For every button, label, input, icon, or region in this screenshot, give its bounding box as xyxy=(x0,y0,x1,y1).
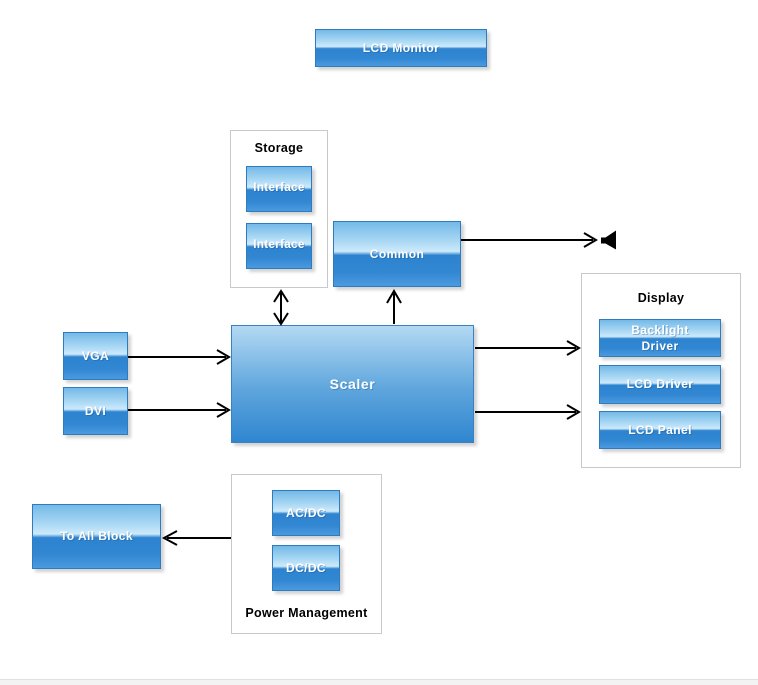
lcd-panel-label: LCD Panel xyxy=(628,422,692,437)
backlight-driver-block: Backlight Driver xyxy=(599,319,721,357)
scaler-block: Scaler xyxy=(231,325,474,443)
lcd-driver-block: LCD Driver xyxy=(599,365,721,404)
arrow-common-to-speaker xyxy=(461,232,598,248)
arrow-scaler-to-common xyxy=(386,289,402,324)
footer-band xyxy=(0,679,758,685)
power-management-group-title: Power Management xyxy=(245,606,368,620)
common-block: Common xyxy=(333,221,461,287)
storage-group-title: Storage xyxy=(254,141,304,155)
scaler-label: Scaler xyxy=(329,375,376,392)
arrow-scaler-to-display-upper xyxy=(475,340,581,356)
lcd-monitor-label: LCD Monitor xyxy=(362,40,440,55)
backlight-driver-label: Backlight Driver xyxy=(631,322,689,353)
dvi-block: DVI xyxy=(63,387,128,435)
dvi-label: DVI xyxy=(84,403,107,418)
dc-dc-label: DC/DC xyxy=(286,560,326,575)
dc-dc-block: DC/DC xyxy=(272,545,340,591)
display-group-title: Display xyxy=(637,291,685,305)
vga-label: VGA xyxy=(81,348,110,363)
vga-block: VGA xyxy=(63,332,128,380)
arrow-dvi-to-scaler xyxy=(128,402,231,418)
arrow-storage-scaler-bidirectional xyxy=(273,289,289,326)
storage-interface-2-block: Interface xyxy=(246,223,312,269)
storage-interface-1-label: Interface xyxy=(253,182,305,195)
lcd-monitor-block: LCD Monitor xyxy=(315,29,487,67)
arrow-vga-to-scaler xyxy=(128,349,231,365)
lcd-driver-label: LCD Driver xyxy=(626,377,694,392)
storage-interface-2-label: Interface xyxy=(253,239,305,252)
ac-dc-block: AC/DC xyxy=(272,490,340,536)
common-label: Common xyxy=(369,246,425,261)
speaker-icon xyxy=(601,230,616,250)
to-all-block: To All Block xyxy=(32,504,161,569)
ac-dc-label: AC/DC xyxy=(286,505,326,520)
arrow-power-to-all-block xyxy=(161,530,231,546)
to-all-block-label: To All Block xyxy=(60,529,133,544)
lcd-panel-block: LCD Panel xyxy=(599,411,721,449)
arrow-scaler-to-display-lower xyxy=(475,404,581,420)
storage-interface-1-block: Interface xyxy=(246,166,312,212)
